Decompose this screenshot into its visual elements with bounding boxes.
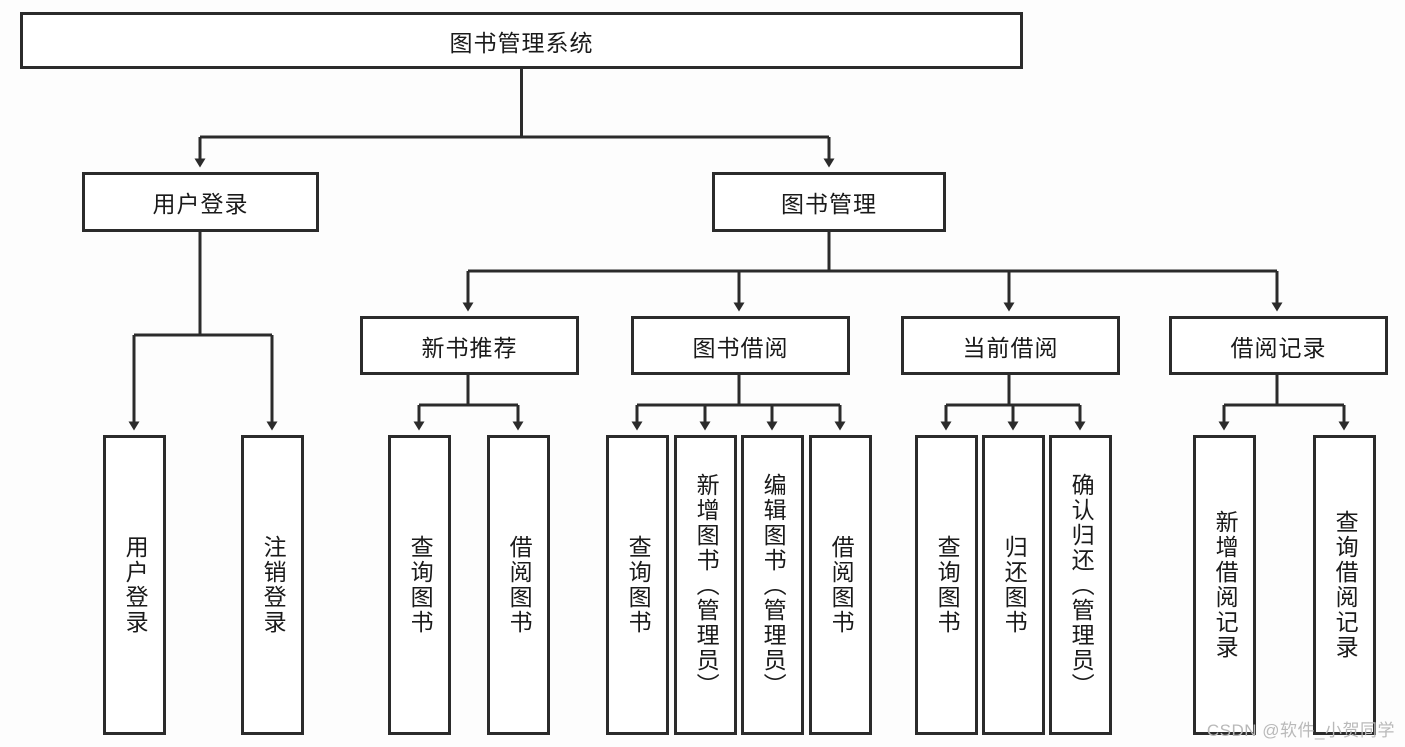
node-book-manage[interactable]: 图书管理	[712, 172, 946, 232]
node-current-borrow-label: 当前借阅	[962, 334, 1059, 361]
leaf-user-login-label: 用户登录	[122, 535, 149, 635]
leaf-borrow-book-rec[interactable]: 借阅图书	[487, 435, 550, 735]
watermark: CSDN @软件_小贺同学	[1206, 721, 1395, 740]
leaf-borrow-book[interactable]: 借阅图书	[809, 435, 872, 735]
leaf-add-record-label: 新增借阅记录	[1212, 510, 1239, 660]
leaf-query-book-cur[interactable]: 查询图书	[915, 435, 978, 735]
node-root-label: 图书管理系统	[449, 29, 594, 56]
leaf-edit-book[interactable]: 编辑图书（管理员）	[741, 435, 804, 735]
leaf-query-book-rec-label: 查询图书	[407, 535, 434, 635]
leaf-confirm-return[interactable]: 确认归还（管理员）	[1049, 435, 1112, 735]
node-new-book-rec-label: 新书推荐	[421, 334, 518, 361]
node-new-book-rec[interactable]: 新书推荐	[360, 316, 579, 375]
node-user-login[interactable]: 用户登录	[82, 172, 319, 232]
leaf-query-book-borrow[interactable]: 查询图书	[606, 435, 669, 735]
node-book-borrow-label: 图书借阅	[692, 334, 789, 361]
leaf-return-book-label: 归还图书	[1001, 535, 1028, 635]
node-book-borrow[interactable]: 图书借阅	[631, 316, 850, 375]
leaf-borrow-book-rec-label: 借阅图书	[506, 535, 533, 635]
leaf-add-book-label: 新增图书（管理员）	[693, 472, 720, 698]
node-user-login-label: 用户登录	[152, 191, 249, 217]
leaf-user-logout-label: 注销登录	[260, 535, 287, 635]
leaf-add-book[interactable]: 新增图书（管理员）	[674, 435, 737, 735]
leaf-borrow-book-label: 借阅图书	[828, 535, 855, 635]
leaf-query-record[interactable]: 查询借阅记录	[1313, 435, 1376, 735]
node-current-borrow[interactable]: 当前借阅	[901, 316, 1120, 375]
node-borrow-record[interactable]: 借阅记录	[1169, 316, 1388, 375]
leaf-add-record[interactable]: 新增借阅记录	[1193, 435, 1256, 735]
leaf-query-book-rec[interactable]: 查询图书	[388, 435, 451, 735]
leaf-user-login[interactable]: 用户登录	[103, 435, 166, 735]
leaf-query-record-label: 查询借阅记录	[1332, 510, 1359, 660]
node-borrow-record-label: 借阅记录	[1230, 334, 1327, 361]
leaf-return-book[interactable]: 归还图书	[982, 435, 1045, 735]
node-book-manage-label: 图书管理	[781, 191, 877, 217]
leaf-query-book-borrow-label: 查询图书	[625, 535, 652, 635]
leaf-edit-book-label: 编辑图书（管理员）	[760, 472, 787, 698]
leaf-user-logout[interactable]: 注销登录	[241, 435, 304, 735]
node-root[interactable]: 图书管理系统	[20, 12, 1023, 69]
leaf-confirm-return-label: 确认归还（管理员）	[1068, 472, 1095, 698]
leaf-query-book-cur-label: 查询图书	[934, 535, 961, 635]
